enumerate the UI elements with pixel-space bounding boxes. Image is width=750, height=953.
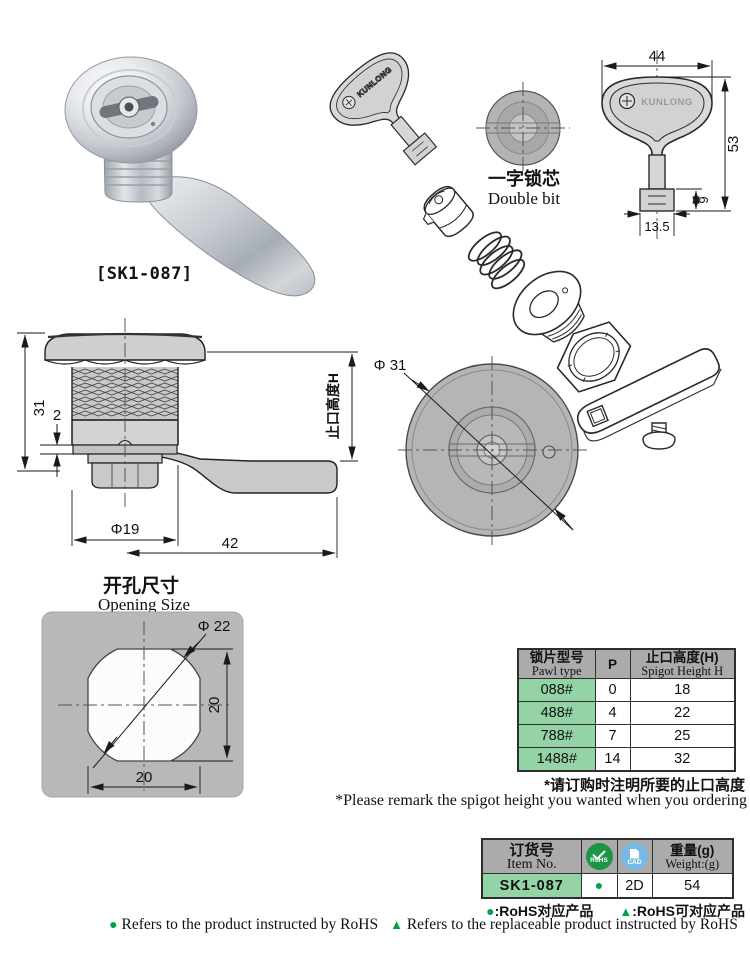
dim-key-width: 44 [649, 48, 666, 65]
pawl-table-row: 488# 4 22 [517, 701, 736, 725]
double-bit-label-zh: 一字锁芯 [488, 168, 560, 189]
dim-thread-dia: Φ19 [111, 521, 140, 538]
rohs-badge-icon: RoHS [585, 843, 613, 870]
dim-face-dia: Φ 31 [374, 357, 407, 374]
item-table-header-weight: 重量(g) Weight:(g) [651, 838, 734, 874]
document-icon [630, 848, 639, 859]
item-table-header-rohs: RoHS [580, 838, 618, 874]
exploded-view [319, 41, 722, 450]
side-cam-lever [149, 449, 338, 494]
pawl-h-cell: 18 [629, 678, 736, 702]
opening-title-zh: 开孔尺寸 [103, 574, 179, 597]
pawl-table: 锁片型号 Pawl type P 止口高度(H) Spigot Height H… [517, 648, 736, 772]
pawl-h-cell: 22 [629, 701, 736, 725]
legend-zh-tri-text: :RoHS可对应产品 [632, 903, 745, 919]
opening-size-drawing: 开孔尺寸 Opening Size Φ 22 20 20 [41, 574, 244, 798]
pawl-table-row: 1488# 14 32 [517, 747, 736, 772]
exploded-lock-cylinder [422, 185, 474, 238]
item-table: 订货号 Item No. RoHS CAD 重量(g) Weight:(g) S… [481, 838, 734, 899]
dim-key-tip-width: 13.5 [644, 219, 669, 234]
pawl-table-header-type: 锁片型号 Pawl type [517, 648, 596, 679]
pawl-table-header-spigot: 止口高度(H) Spigot Height H [629, 648, 736, 679]
exploded-spring [467, 231, 526, 290]
rohs-dot-icon: ● [486, 903, 495, 919]
pawl-table-header-p: P [594, 648, 631, 679]
exploded-nut [556, 321, 632, 393]
pawl-h-cell: 25 [629, 724, 736, 748]
pawl-table-row: 788# 7 25 [517, 724, 736, 748]
pawl-type-cell: 788# [517, 724, 596, 748]
pawl-h-cell: 32 [629, 747, 736, 772]
lock-side-view: 31 2 Φ19 42 止口高度H [17, 318, 358, 558]
product-photo [64, 56, 316, 297]
double-bit-section: 一字锁芯 Double bit [476, 82, 570, 208]
dim-key-height: 53 [725, 136, 742, 153]
exploded-housing [512, 270, 585, 343]
key-front-view [601, 76, 713, 212]
item-rohs-cell: ● [580, 873, 618, 899]
item-table-header-cad: CAD [616, 838, 653, 874]
item-table-header-itemno: 订货号 Item No. [481, 838, 582, 874]
item-cad-cell: 2D [616, 873, 653, 899]
opening-title-en: Opening Size [98, 595, 190, 614]
legend-en-tri-text: Refers to the replaceable product instru… [406, 916, 738, 933]
pawl-p-cell: 14 [594, 747, 631, 772]
lock-front-view: Φ 31 [374, 356, 588, 546]
dim-washer: 2 [53, 407, 61, 424]
order-note-zh: *请订购时注明所要的止口高度 [544, 777, 745, 794]
exploded-key [319, 41, 461, 186]
pawl-type-cell: 088# [517, 678, 596, 702]
dim-spigot-height: 止口高度H [325, 373, 341, 439]
rohs-dot-icon: ● [109, 918, 118, 933]
dim-hole-height: 20 [206, 697, 223, 714]
exploded-screw [642, 422, 676, 450]
product-model-label: [SK1-087] [96, 264, 193, 284]
photo-cam-lever [143, 176, 316, 297]
anti-rotation-pin-hole [542, 445, 556, 459]
rohs-triangle-icon: ▲ [390, 917, 403, 932]
double-bit-label-en: Double bit [488, 189, 561, 208]
item-table-row: SK1-087 ● 2D 54 [481, 873, 734, 899]
pawl-p-cell: 7 [594, 724, 631, 748]
key-dimension-drawing: 44 53 9 13.5 [601, 48, 742, 243]
dim-hole-dia: Φ 22 [198, 618, 231, 635]
dim-hole-width: 20 [136, 769, 153, 786]
exploded-cam [576, 348, 722, 442]
dim-key-tip-height: 9 [696, 196, 711, 203]
rohs-legend-zh: ●:RoHS对应产品 ▲:RoHS可对应产品 [486, 901, 745, 921]
pawl-p-cell: 4 [594, 701, 631, 725]
legend-en-dot-text: Refers to the product instructed by RoHS [121, 916, 379, 933]
pawl-type-cell: 488# [517, 701, 596, 725]
legend-zh-dot-text: :RoHS对应产品 [494, 903, 594, 919]
rohs-dot-icon: ● [594, 877, 604, 893]
dim-body-height: 31 [31, 400, 48, 417]
pawl-p-cell: 0 [594, 678, 631, 702]
item-weight-cell: 54 [651, 873, 734, 899]
cad-badge-icon: CAD [621, 843, 648, 870]
item-no-cell: SK1-087 [481, 873, 582, 899]
dim-cam-length: 42 [222, 535, 239, 552]
rohs-legend-en: ● Refers to the product instructed by Ro… [100, 916, 747, 934]
photo-key-slot [99, 96, 159, 118]
pawl-type-cell: 1488# [517, 747, 596, 772]
rohs-triangle-icon: ▲ [619, 904, 633, 919]
pawl-table-row: 088# 0 18 [517, 678, 736, 702]
order-note-en: *Please remark the spigot height you wan… [335, 792, 747, 809]
